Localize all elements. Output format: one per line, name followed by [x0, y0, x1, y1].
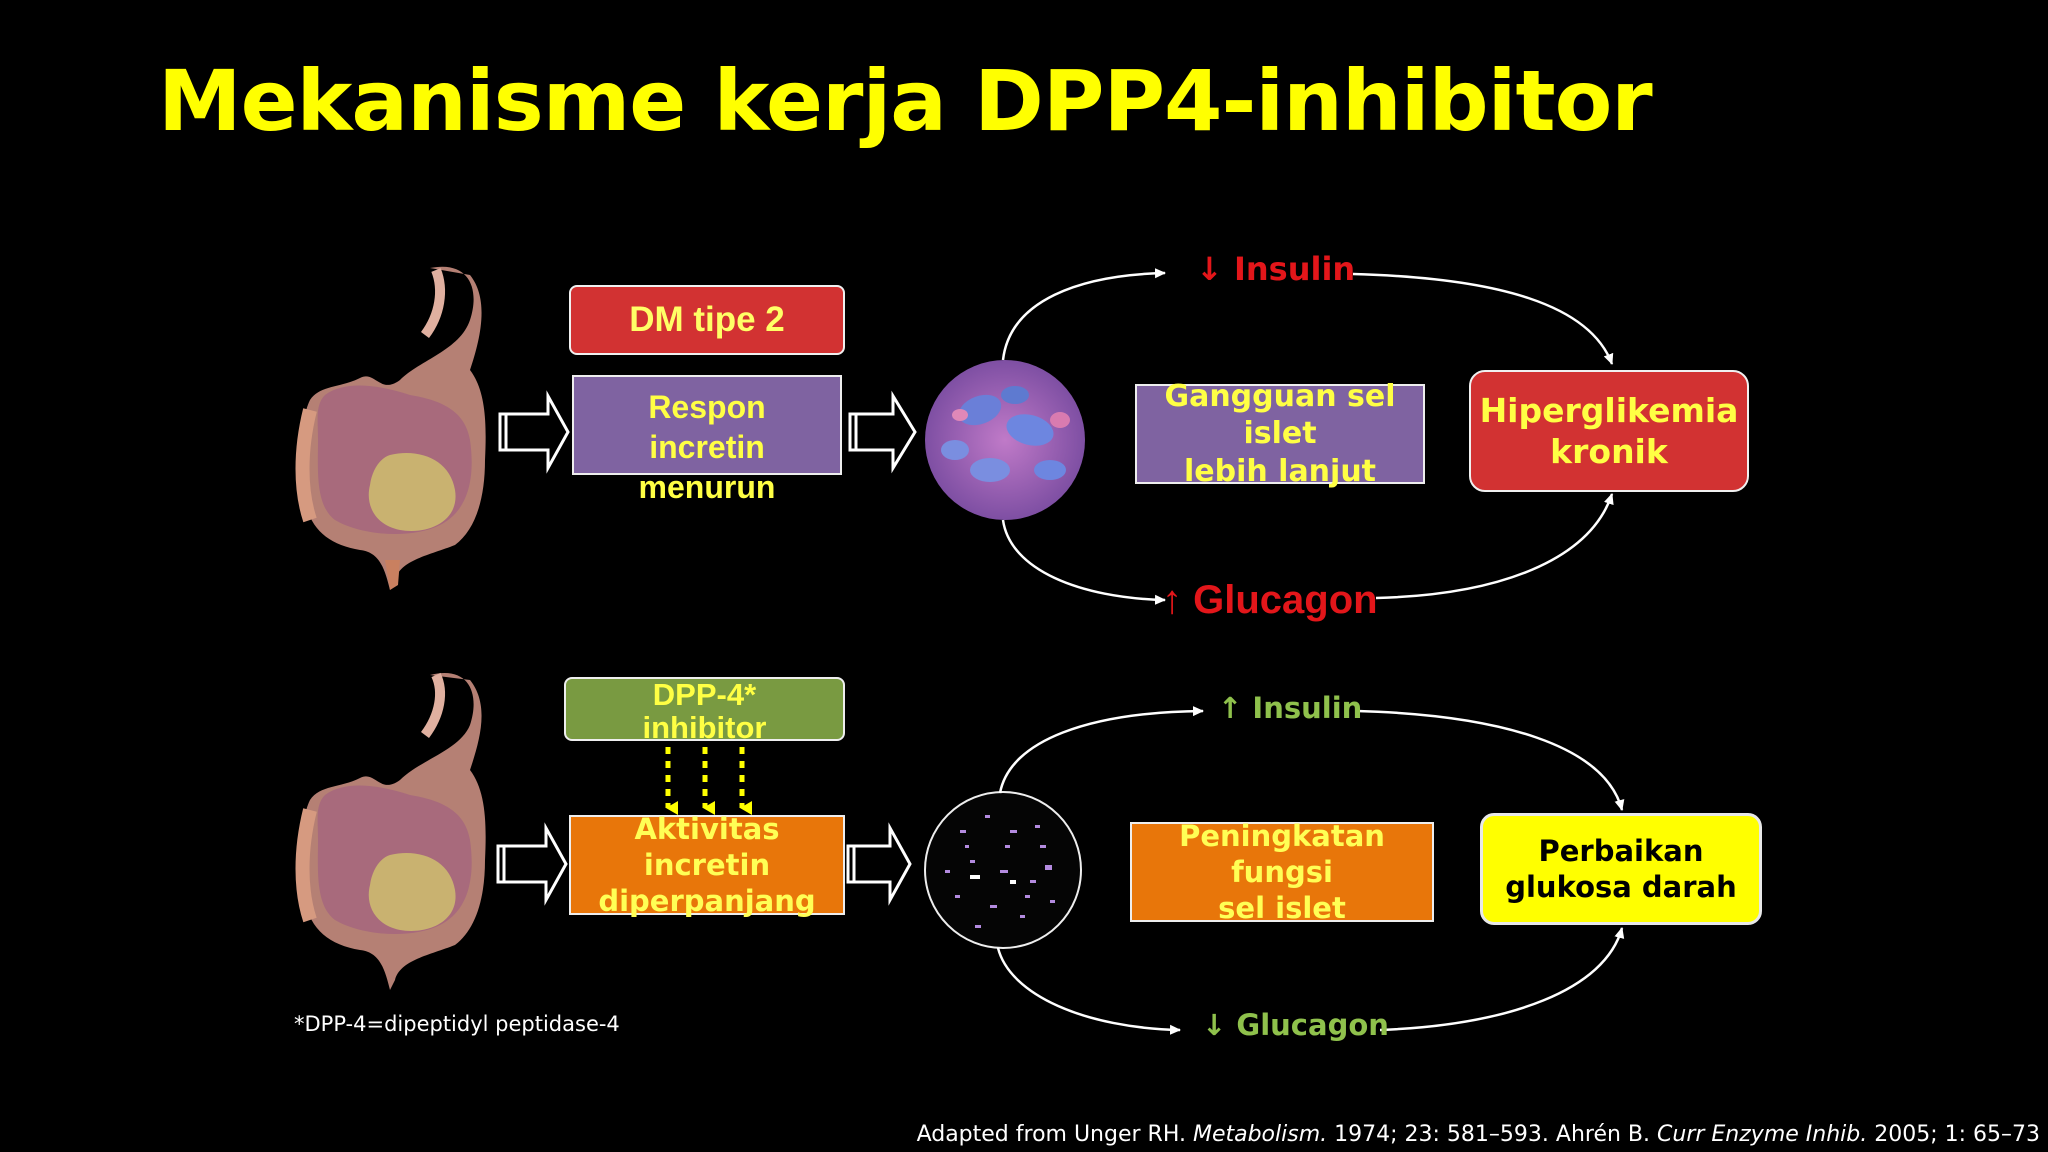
- perbaikan-line-2: glukosa darah: [1505, 870, 1737, 904]
- arrow-up-icon: ↑: [1162, 578, 1182, 622]
- peningkatan-line-1: Peningkatan fungsi: [1179, 818, 1385, 889]
- curved-arrow: [996, 268, 1625, 1035]
- respon-line-2: incretin: [649, 429, 765, 465]
- peningkatan-line-2: sel islet: [1218, 891, 1346, 926]
- dpp-line-2: inhibitor: [642, 709, 767, 745]
- peningkatan-islet-box: Peningkatan fungsi sel islet: [1130, 819, 1434, 925]
- aktiv-line-2: diperpanjang: [598, 884, 816, 919]
- arrow-down-icon: ↓: [1196, 250, 1223, 288]
- gut-illustration-top: [295, 266, 486, 590]
- gangguan-line-2: lebih lanjut: [1183, 453, 1377, 489]
- respon-incretin-box: Respon incretin menurun: [572, 375, 842, 505]
- insulin-text: Insulin: [1233, 250, 1356, 288]
- dpp4-inhibitor-box: DPP-4* inhibitor: [564, 677, 845, 743]
- islet-cell-image-bottom: [924, 791, 1082, 949]
- aktivitas-incretin-box: Aktivitas incretin diperpanjang: [569, 812, 845, 918]
- islet-cell-image-top: [925, 360, 1085, 520]
- glucagon-text: Glucagon: [1193, 578, 1378, 622]
- respon-line-1: Respon: [648, 389, 766, 425]
- dm-type2-box: DM tipe 2: [569, 285, 845, 355]
- citation-part-3: 2005; 1: 65–73: [1867, 1122, 2040, 1147]
- hollow-arrow-right: [496, 390, 917, 906]
- citation: Adapted from Unger RH. Metabolism. 1974;…: [917, 1122, 2040, 1147]
- hiper-line-1: Hiperglikemia: [1479, 390, 1739, 430]
- citation-part-2: 1974; 23: 581–593. Ahrén B.: [1327, 1122, 1658, 1147]
- glucagon-increase-label: ↑ Glucagon: [1162, 578, 1378, 623]
- insulin-decrease-label: ↓ Insulin: [1196, 250, 1355, 288]
- arrow-up-icon: ↑: [1218, 691, 1243, 725]
- perbaikan-glukosa-box: Perbaikan glukosa darah: [1480, 813, 1762, 925]
- citation-part-1: Adapted from Unger RH.: [916, 1122, 1193, 1147]
- hiperglikemia-box: Hiperglikemia kronik: [1469, 370, 1749, 492]
- gut-illustration-bottom: [295, 672, 486, 990]
- page-title: Mekanisme kerja DPP4-inhibitor: [158, 52, 1653, 150]
- footnote: *DPP-4=dipeptidyl peptidase-4: [294, 1012, 620, 1036]
- perbaikan-line-1: Perbaikan: [1538, 833, 1704, 868]
- aktiv-line-1: Aktivitas incretin: [634, 811, 780, 882]
- insulin-text: Insulin: [1252, 691, 1363, 725]
- dotted-arrow-down: [665, 747, 752, 815]
- hiper-line-2: kronik: [1550, 432, 1668, 471]
- gangguan-islet-box: Gangguan sel islet lebih lanjut: [1135, 379, 1425, 489]
- dpp-line-1: DPP-4*: [652, 677, 757, 712]
- gangguan-line-1: Gangguan sel islet: [1164, 378, 1396, 452]
- glucagon-text: Glucagon: [1236, 1008, 1389, 1042]
- citation-journal-1: Metabolism.: [1192, 1122, 1328, 1147]
- citation-journal-2: Curr Enzyme Inhib.: [1657, 1122, 1868, 1147]
- arrow-down-icon: ↓: [1202, 1008, 1227, 1042]
- insulin-increase-label: ↑ Insulin: [1218, 691, 1362, 725]
- respon-line-3: menurun: [638, 469, 776, 505]
- glucagon-decrease-label: ↓ Glucagon: [1202, 1008, 1389, 1042]
